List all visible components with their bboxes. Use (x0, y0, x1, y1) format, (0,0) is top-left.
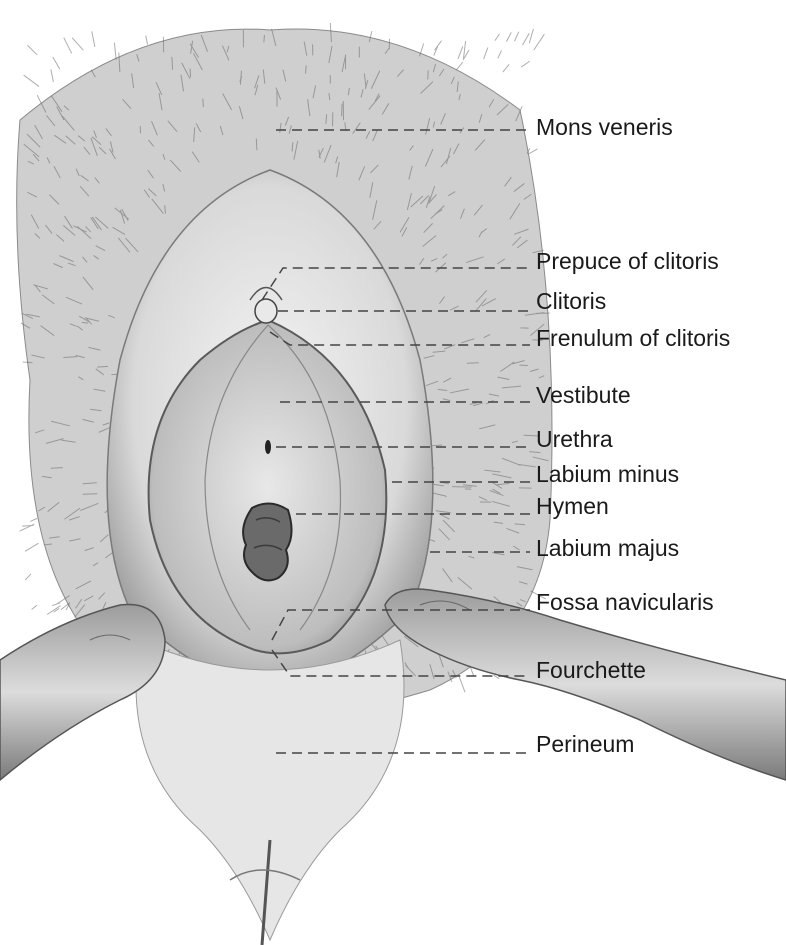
perineum-shape (136, 640, 404, 940)
hair-stroke (484, 48, 488, 59)
hair-stroke (503, 64, 509, 72)
hair-stroke (52, 603, 60, 606)
hymen-shape (243, 503, 291, 580)
hair-stroke (25, 574, 31, 580)
hair-stroke (64, 38, 72, 54)
hair-stroke (428, 70, 429, 79)
label-fourchette: Fourchette (536, 658, 646, 682)
hair-stroke (114, 43, 116, 60)
hair-stroke (264, 35, 265, 42)
hair-stroke (22, 525, 34, 526)
hair-stroke (190, 69, 191, 78)
hair-stroke (51, 468, 63, 469)
hair-stroke (51, 69, 54, 81)
hair-stroke (82, 322, 88, 323)
hair-stroke (529, 29, 533, 43)
hair-stroke (522, 33, 529, 45)
hair-stroke (24, 75, 39, 87)
label-mons-veneris: Mons veneris (536, 115, 673, 139)
hair-stroke (452, 487, 471, 488)
hair-stroke (534, 34, 545, 50)
label-fossa-navicularis: Fossa navicularis (536, 590, 714, 614)
label-labium-majus: Labium majus (536, 536, 679, 560)
label-urethra: Urethra (536, 427, 613, 451)
hair-stroke (456, 62, 462, 70)
hair-stroke (506, 32, 511, 41)
label-vestibute: Vestibute (536, 383, 631, 407)
hair-stroke (30, 518, 37, 521)
hair-stroke (32, 605, 37, 609)
hair-stroke (53, 57, 60, 69)
hair-stroke (203, 99, 204, 107)
hair-stroke (306, 65, 307, 73)
hair-stroke (529, 149, 537, 154)
label-prepuce-of-clitoris: Prepuce of clitoris (536, 249, 719, 273)
hair-stroke (435, 41, 442, 50)
label-perineum: Perineum (536, 732, 634, 756)
hair-stroke (72, 38, 83, 50)
hair-stroke (495, 34, 500, 41)
hair-stroke (47, 606, 60, 615)
hair-stroke (458, 46, 463, 58)
label-frenulum-of-clitoris: Frenulum of clitoris (536, 326, 730, 350)
hair-stroke (498, 50, 502, 58)
urethra-shape (265, 440, 271, 454)
hair-stroke (27, 45, 37, 55)
label-clitoris: Clitoris (536, 289, 606, 313)
hair-stroke (146, 36, 148, 45)
hair-stroke (521, 61, 530, 67)
hair-stroke (459, 677, 465, 692)
hair-stroke (514, 32, 518, 41)
clitoris-shape (255, 299, 277, 323)
label-labium-minus: Labium minus (536, 462, 679, 486)
hair-stroke (25, 543, 39, 551)
hair-stroke (256, 139, 257, 151)
label-hymen: Hymen (536, 494, 609, 518)
hair-stroke (165, 205, 166, 213)
hair-stroke (92, 31, 95, 47)
